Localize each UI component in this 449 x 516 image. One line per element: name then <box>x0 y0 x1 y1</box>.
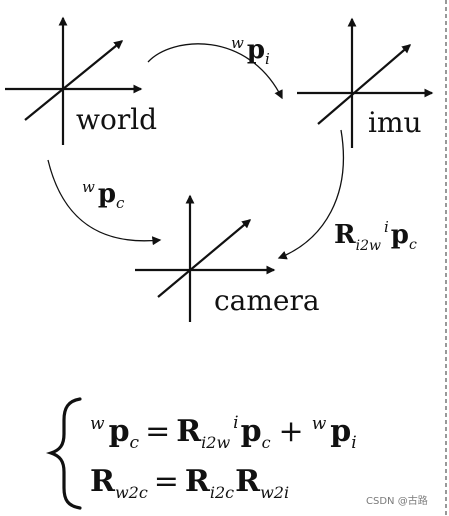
imu-frame: imu <box>297 17 434 148</box>
arrow-imu-to-camera <box>277 129 345 260</box>
watermark-text: CSDN @古路 <box>366 494 428 507</box>
left-brace <box>45 397 82 510</box>
arrow-world-to-imu <box>147 43 283 100</box>
camera-z-axis <box>157 219 252 298</box>
label-imu-to-camera: Ri2wipc <box>334 218 417 254</box>
camera-frame: camera <box>135 194 320 322</box>
world-label: world <box>76 103 157 136</box>
world-frame: world <box>5 16 157 145</box>
imu-z-axis <box>317 44 412 125</box>
equation-line-2: Rw2c=Ri2cRw2i <box>90 464 289 502</box>
camera-label: camera <box>214 284 320 317</box>
arrow-world-to-camera <box>47 159 162 246</box>
imu-label: imu <box>368 106 422 139</box>
world-z-axis <box>24 40 124 121</box>
